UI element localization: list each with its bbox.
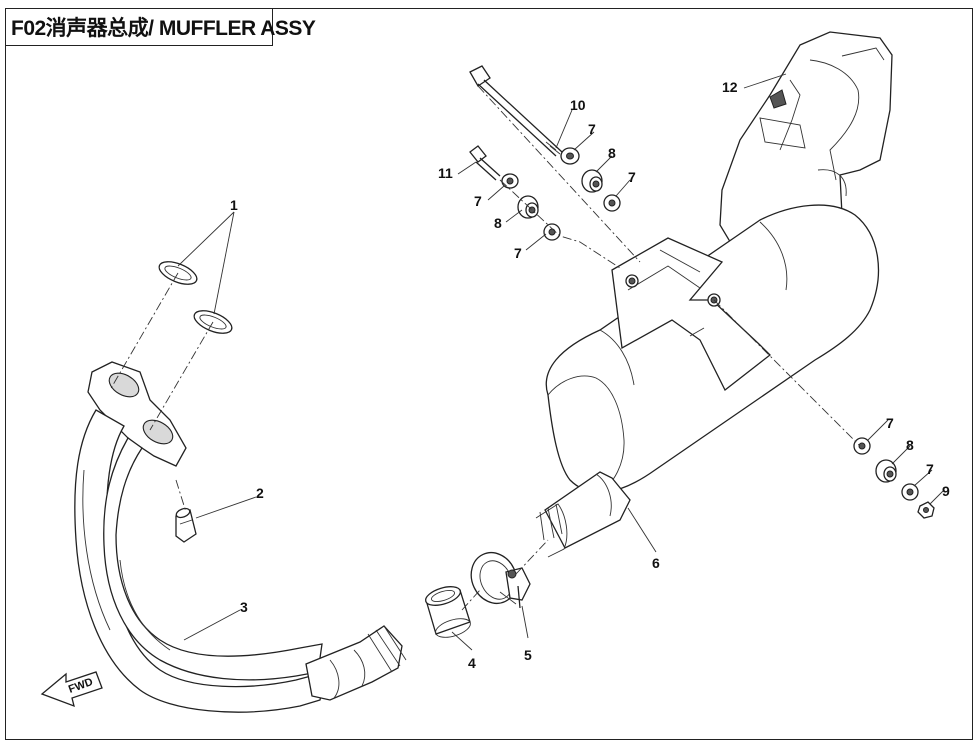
diagram-title: F02消声器总成/ MUFFLER ASSY [11,16,316,40]
callout-8-c: 8 [906,437,914,453]
callout-4: 4 [468,655,476,671]
callout-7-e: 7 [886,415,894,431]
callout-12: 12 [722,79,738,95]
callout-3: 3 [240,599,248,615]
part-11-bolt [469,145,501,181]
callout-5: 5 [524,647,532,663]
callout-10: 10 [570,97,586,113]
callout-labels: 1 2 3 4 5 6 7 7 7 7 7 7 8 8 8 9 10 11 12 [230,79,950,671]
lower-mount-hardware [853,437,935,519]
callout-leaders [177,73,945,651]
assembly-centerlines [109,85,861,611]
muffler-mount-bracket [611,237,771,391]
part-3-header-pipes [74,361,407,713]
forward-direction-arrow: FWD [40,671,103,708]
callout-8-a: 8 [608,145,616,161]
callout-6: 6 [652,555,660,571]
part-4-sleeve [424,586,471,638]
callout-1: 1 [230,197,238,213]
title-box: F02消声器总成/ MUFFLER ASSY [5,8,316,46]
callout-7-c: 7 [474,193,482,209]
callout-7-a: 7 [588,121,596,137]
callout-7-f: 7 [926,461,934,477]
part-5-clamp [470,552,531,609]
callout-9: 9 [942,483,950,499]
part-10-bolt [469,65,563,157]
callout-7-b: 7 [628,169,636,185]
muffler-inlet-pipe [535,471,631,558]
part-2-stud-nut [175,507,197,543]
upper-mount-hardware [501,147,621,241]
callout-11: 11 [438,165,453,181]
drawing-frame [5,8,973,740]
callout-7-d: 7 [514,245,522,261]
callout-2: 2 [256,485,264,501]
callout-8-b: 8 [494,215,502,231]
